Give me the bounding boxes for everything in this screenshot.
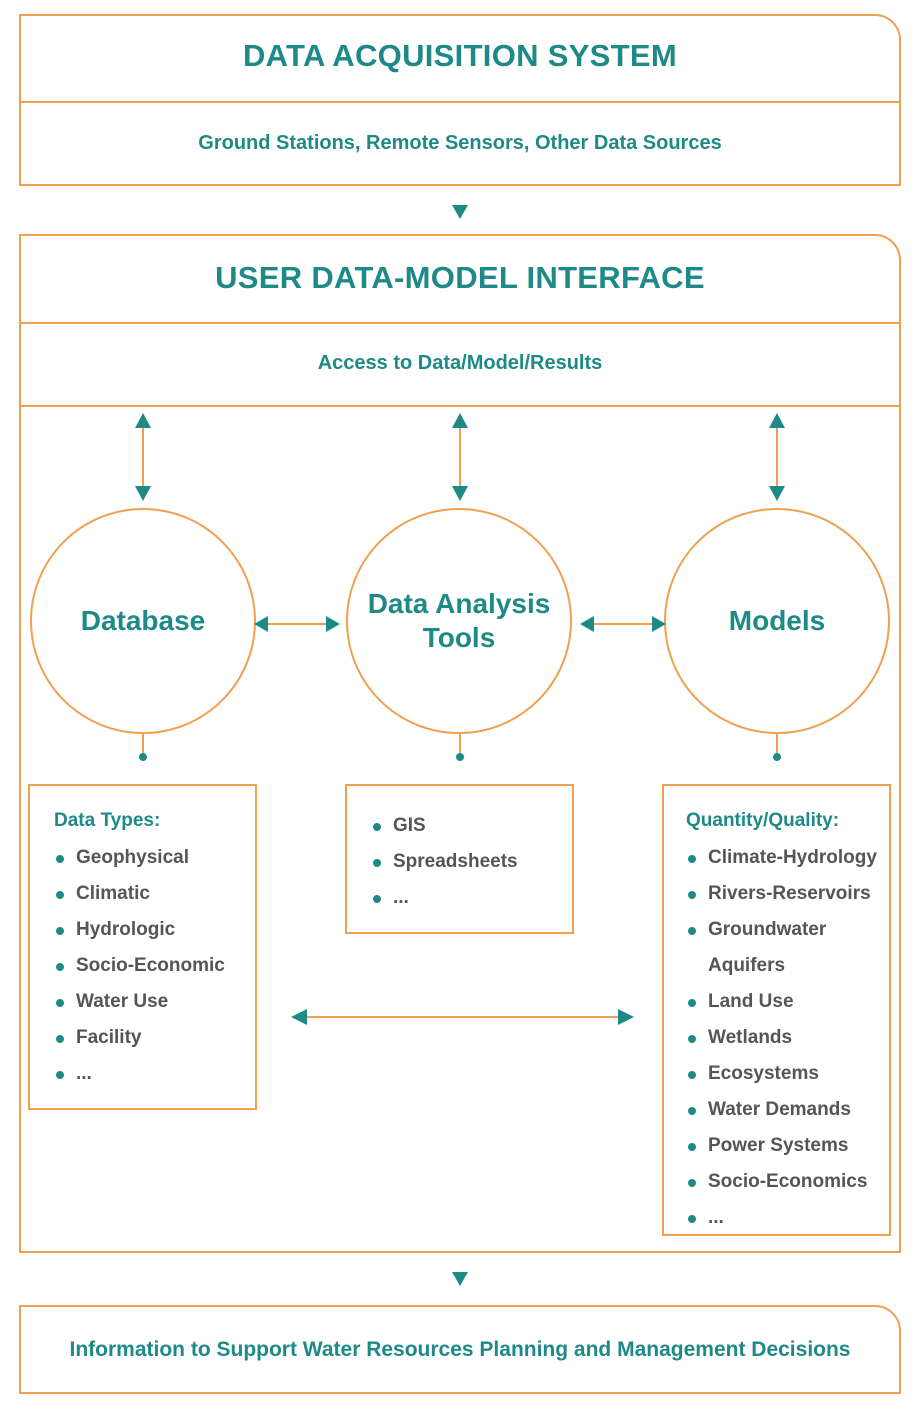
divider xyxy=(21,322,899,324)
models-label: Models xyxy=(728,605,826,636)
list-item: Water Demands xyxy=(686,1092,877,1128)
bullet-icon xyxy=(688,1179,696,1187)
data-types-box: Data Types: Geophysical Climatic Hydrolo… xyxy=(28,784,257,1110)
bullet-icon xyxy=(56,855,64,863)
bullet-icon xyxy=(688,927,696,935)
list-item: Socio-Economics xyxy=(686,1164,877,1200)
analysis-tools-list: GIS Spreadsheets ... xyxy=(371,808,518,916)
divider xyxy=(21,101,899,103)
list-item: ... xyxy=(54,1056,225,1092)
list-item: Water Use xyxy=(54,984,225,1020)
list-item: Ecosystems xyxy=(686,1056,877,1092)
user-interface-title: USER DATA-MODEL INTERFACE xyxy=(215,260,705,295)
list-item: Rivers-Reservoirs xyxy=(686,876,877,912)
list-item: ... xyxy=(371,880,518,916)
output-text: Information to Support Water Resources P… xyxy=(69,1338,851,1361)
bullet-icon xyxy=(688,891,696,899)
models-node: Models xyxy=(664,508,890,734)
bullet-icon xyxy=(56,963,64,971)
bullet-icon xyxy=(688,855,696,863)
divider xyxy=(21,405,899,407)
bullet-icon xyxy=(688,1215,696,1223)
quantity-quality-heading: Quantity/Quality: xyxy=(686,810,840,831)
list-item: Climate-Hydrology xyxy=(686,840,877,876)
bullet-icon xyxy=(373,895,381,903)
list-item: Socio-Economic xyxy=(54,948,225,984)
data-acquisition-subtitle: Ground Stations, Remote Sensors, Other D… xyxy=(198,132,722,154)
list-item: Power Systems xyxy=(686,1128,877,1164)
database-label: Database xyxy=(80,605,206,636)
down-arrow-icon xyxy=(452,205,468,219)
list-item: Hydrologic xyxy=(54,912,225,948)
list-item: Facility xyxy=(54,1020,225,1056)
analysis-tools-box: GIS Spreadsheets ... xyxy=(345,784,574,934)
data-types-heading: Data Types: xyxy=(54,810,161,831)
list-item: Climatic xyxy=(54,876,225,912)
bullet-icon xyxy=(688,1071,696,1079)
bullet-icon xyxy=(56,891,64,899)
bullet-icon xyxy=(373,859,381,867)
database-node: Database xyxy=(30,508,256,734)
data-types-list: Geophysical Climatic Hydrologic Socio-Ec… xyxy=(54,840,225,1092)
bullet-icon xyxy=(688,1107,696,1115)
bullet-icon xyxy=(688,1035,696,1043)
data-acquisition-box: DATA ACQUISITION SYSTEM Ground Stations,… xyxy=(19,14,901,186)
data-acquisition-title: DATA ACQUISITION SYSTEM xyxy=(242,38,677,73)
list-item: ... xyxy=(686,1200,877,1236)
quantity-quality-box: Quantity/Quality: Climate-Hydrology Rive… xyxy=(662,784,891,1236)
bullet-icon xyxy=(688,1143,696,1151)
bullet-icon xyxy=(688,999,696,1007)
list-item: Groundwater xyxy=(686,912,877,948)
list-item: Land Use xyxy=(686,984,877,1020)
list-item: Wetlands xyxy=(686,1020,877,1056)
bullet-icon xyxy=(56,1035,64,1043)
list-item: GIS xyxy=(371,808,518,844)
list-item: Spreadsheets xyxy=(371,844,518,880)
list-item-continuation: Aquifers xyxy=(708,955,786,976)
quantity-quality-list: Climate-Hydrology Rivers-Reservoirs Grou… xyxy=(686,840,877,1236)
list-item: Geophysical xyxy=(54,840,225,876)
bullet-icon xyxy=(56,999,64,1007)
bullet-icon xyxy=(56,1071,64,1079)
user-interface-subtitle: Access to Data/Model/Results xyxy=(317,352,603,374)
down-arrow-icon xyxy=(452,1272,468,1286)
output-box: Information to Support Water Resources P… xyxy=(19,1305,901,1394)
bullet-icon xyxy=(56,927,64,935)
bullet-icon xyxy=(373,823,381,831)
